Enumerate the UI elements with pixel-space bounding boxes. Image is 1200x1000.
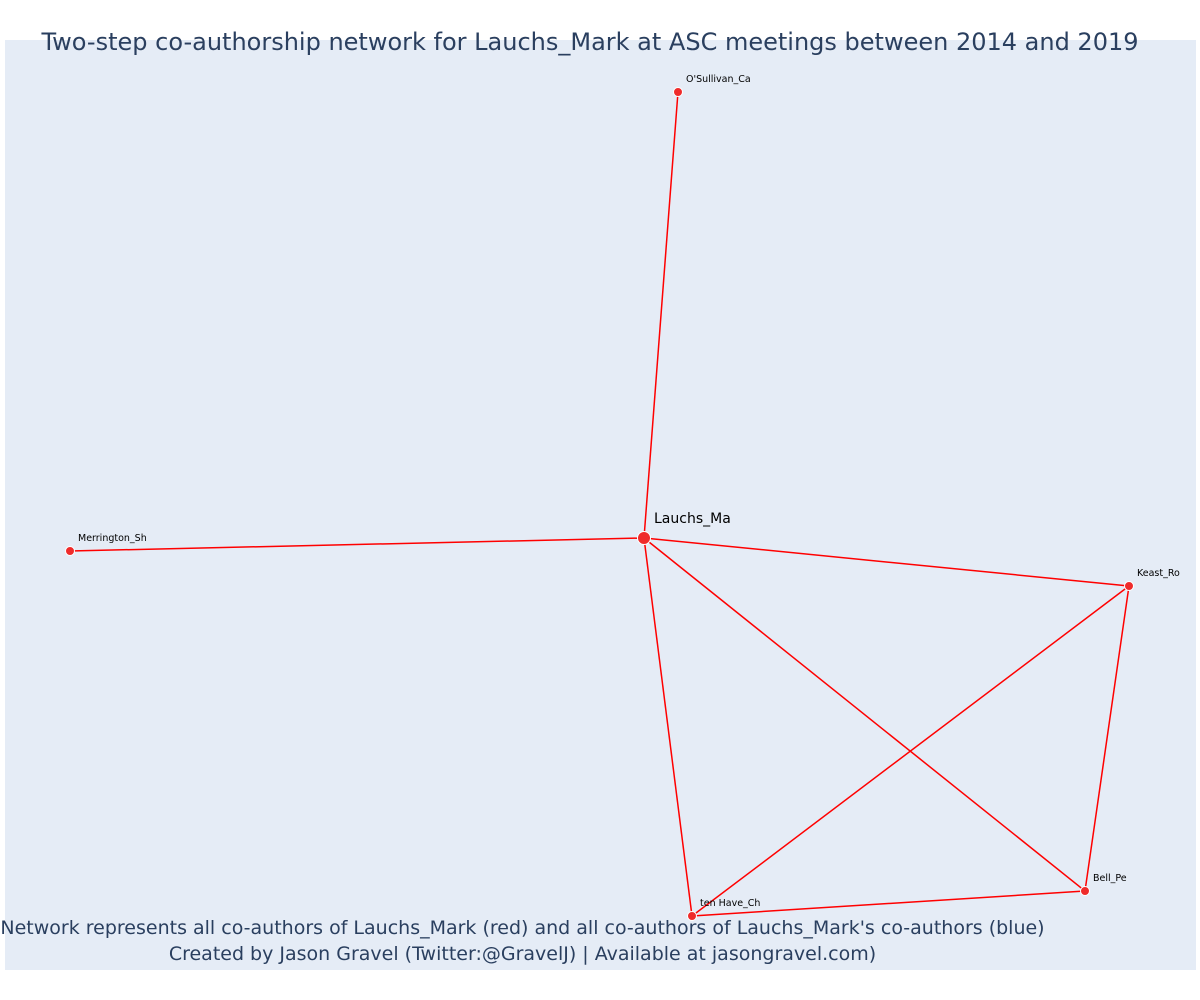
labels-layer: Lauchs_Ma O'Sullivan_CaMerrington_ShKeast…	[78, 74, 1180, 909]
node-label-merrington-sh: Merrington_Sh	[78, 533, 147, 544]
node-lauchs-ma[interactable]	[637, 531, 651, 545]
edge-lauchs-ma-merrington-sh	[69, 537, 645, 552]
edge-lauchs-ma-o-sullivan-ca	[643, 91, 679, 539]
edge-keast-ro-ten-have-ch	[691, 585, 1130, 917]
nodes-layer	[65, 87, 1134, 921]
node-keast-ro[interactable]	[1124, 581, 1134, 591]
caption-credit: Created by Jason Gravel (Twitter:@Gravel…	[168, 943, 877, 965]
node-label-ten-have-ch: ten Have_Ch	[700, 898, 760, 909]
edge-bell-pe-ten-have-ch	[691, 890, 1086, 917]
node-o-sullivan-ca[interactable]	[673, 87, 683, 97]
node-label-o-sullivan-ca: O'Sullivan_Ca	[686, 74, 751, 85]
caption-legend-note: Network represents all co-authors of Lau…	[0, 917, 1045, 939]
edge-lauchs-ma-ten-have-ch	[643, 537, 693, 917]
node-ten-have-ch[interactable]	[687, 911, 697, 921]
node-label-bell-pe: Bell_Pe	[1093, 873, 1127, 884]
edge-lauchs-ma-keast-ro	[643, 537, 1130, 587]
node-merrington-sh[interactable]	[65, 546, 75, 556]
chart-title: Two-step co-authorship network for Lauch…	[41, 28, 1139, 56]
edges-layer	[69, 91, 1130, 917]
node-label-lauchs-ma: Lauchs_Ma	[654, 511, 731, 527]
edge-keast-ro-bell-pe	[1084, 585, 1130, 892]
edge-lauchs-ma-bell-pe	[643, 537, 1086, 892]
plot-area	[5, 40, 1196, 970]
node-bell-pe[interactable]	[1080, 886, 1090, 896]
node-label-keast-ro: Keast_Ro	[1137, 568, 1180, 579]
